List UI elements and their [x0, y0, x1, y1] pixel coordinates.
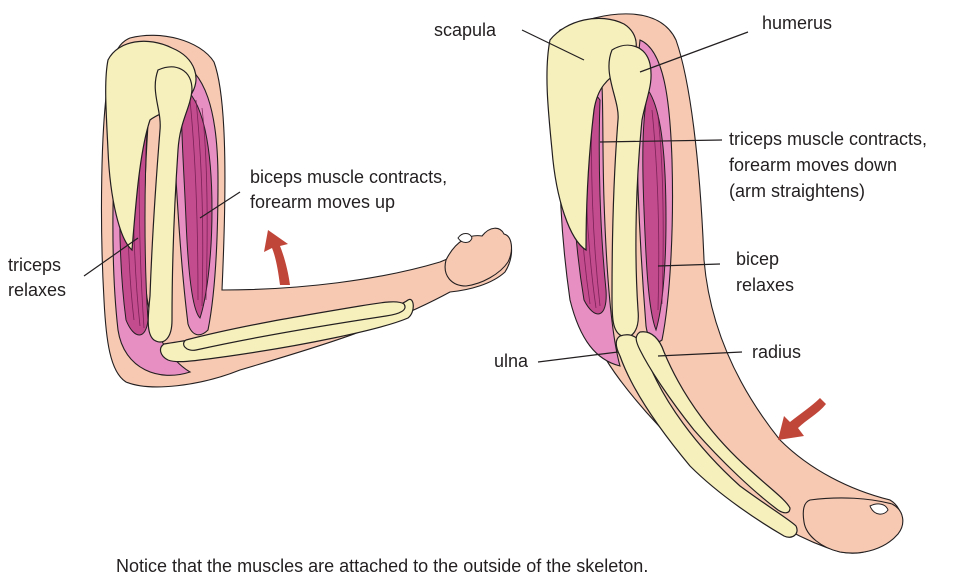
left-biceps-label-line2: forearm moves up [250, 192, 395, 212]
left-triceps-label-line1: triceps [8, 255, 61, 275]
right-arm-straight [547, 14, 903, 553]
scapula-label: scapula [434, 20, 497, 40]
arrow-up-icon [264, 230, 290, 285]
left-hand [445, 228, 511, 286]
right-triceps-label-line1: triceps muscle contracts, [729, 129, 927, 149]
right-triceps-label-line3: (arm straightens) [729, 181, 865, 201]
left-triceps-label-line2: relaxes [8, 280, 66, 300]
bicep-label-line1: bicep [736, 249, 779, 269]
bicep-label-line2: relaxes [736, 275, 794, 295]
humerus-label: humerus [762, 13, 832, 33]
ulna-label: ulna [494, 351, 529, 371]
left-biceps-label-line1: biceps muscle contracts, [250, 167, 447, 187]
arrow-down-icon [778, 398, 826, 440]
left-thumbnail [458, 234, 472, 243]
figure-caption: Notice that the muscles are attached to … [116, 556, 648, 576]
radius-label: radius [752, 342, 801, 362]
right-triceps-label-line2: forearm moves down [729, 155, 897, 175]
